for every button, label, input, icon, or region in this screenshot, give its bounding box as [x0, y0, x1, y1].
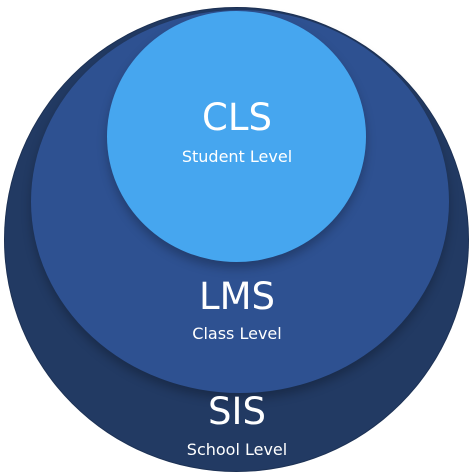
- cls-circle: [107, 11, 366, 262]
- sis-acronym: SIS: [208, 390, 266, 433]
- lms-acronym: LMS: [198, 275, 276, 318]
- cls-acronym: CLS: [202, 96, 272, 139]
- cls-level-label: Student Level: [181, 147, 293, 166]
- sis-level-label: School Level: [186, 440, 288, 459]
- lms-level-label: Class Level: [192, 324, 282, 343]
